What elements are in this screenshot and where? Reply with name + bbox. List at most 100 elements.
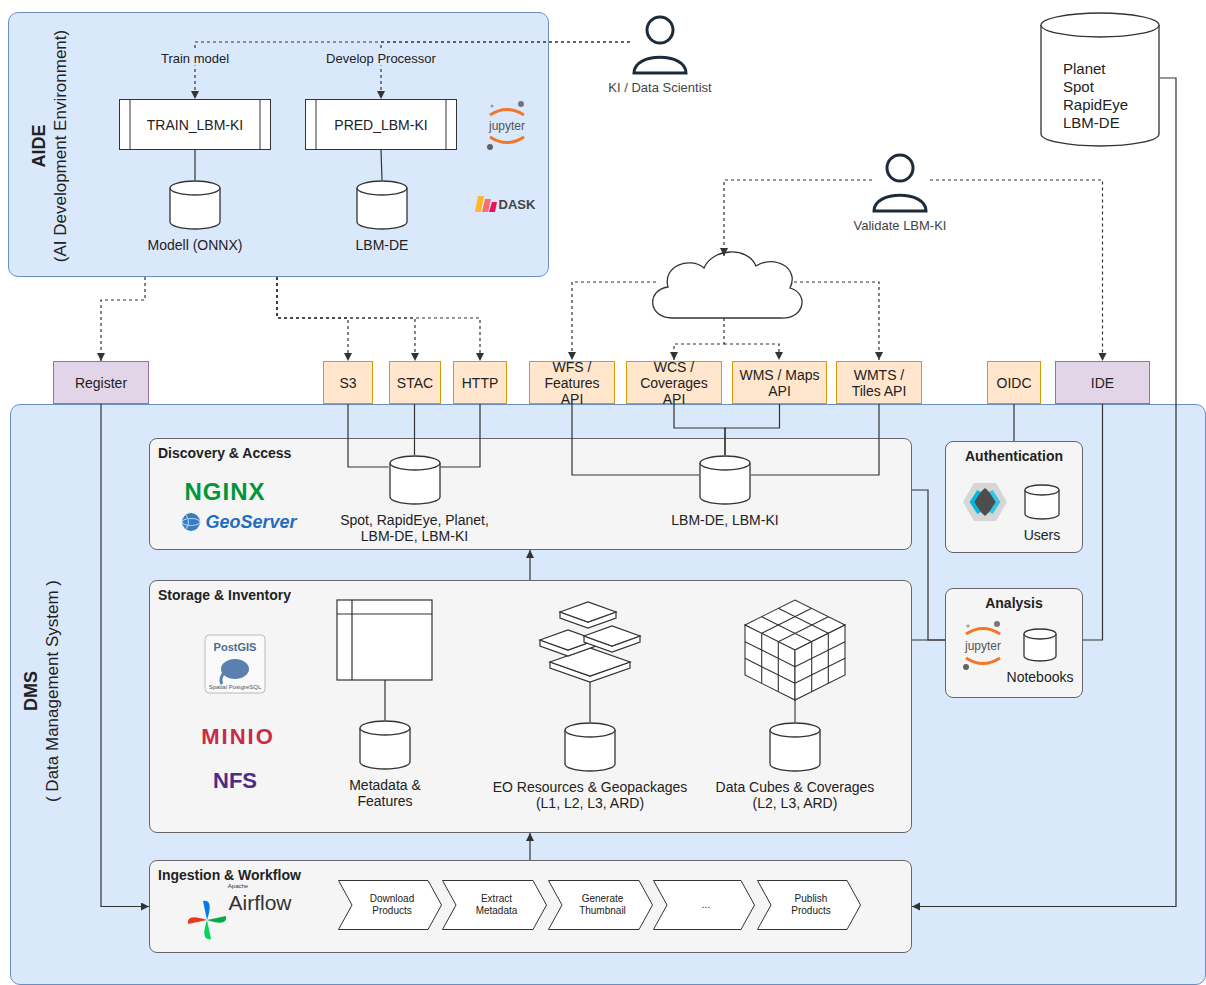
cube-icon xyxy=(828,633,829,683)
connector xyxy=(381,150,382,180)
airflow-icon xyxy=(203,901,210,920)
cylinder-top xyxy=(770,723,820,737)
step-label: Generate Thumbnail xyxy=(566,893,639,917)
cylinder-shape xyxy=(1023,628,1057,662)
process-label: PRED_LBM-KI xyxy=(320,117,441,133)
workflow-step: Extract Metadata xyxy=(442,880,547,930)
table-icon xyxy=(337,600,432,720)
postgis-logo xyxy=(205,635,265,693)
layers-icon xyxy=(560,602,616,622)
workflow-step: ... xyxy=(653,880,755,930)
cylinder-label: EO Resources & Geopackages (L1, L2, L3, … xyxy=(485,779,695,811)
step-label: Extract Metadata xyxy=(460,893,533,917)
table-icon xyxy=(337,600,432,680)
rotated-title: DMS( Data Management System ) xyxy=(20,521,63,861)
database-cylinder: Notebooks xyxy=(1005,628,1075,690)
connector xyxy=(277,277,480,361)
keycloak-icon xyxy=(963,483,1007,521)
cube-icon xyxy=(745,600,845,722)
cloud-link xyxy=(674,318,724,360)
cylinder-top xyxy=(360,721,410,735)
keycloak-icon xyxy=(972,491,979,513)
group-title: Discovery & Access xyxy=(158,445,903,461)
jupyter-icon xyxy=(490,104,493,107)
connector xyxy=(1013,404,1014,441)
chevron-outline xyxy=(339,881,442,930)
cylinder-shape xyxy=(769,722,821,772)
cube-icon xyxy=(762,617,812,642)
database-cylinder: Spot, RapidEye, Planet, LBM-DE, LBM-KI xyxy=(327,455,502,547)
person-body xyxy=(874,195,926,211)
jupyter-icon xyxy=(994,621,1000,627)
layers-icon xyxy=(584,626,640,646)
airflow-icon xyxy=(188,901,226,939)
cube-icon xyxy=(795,658,845,683)
postgis-tagline: Spatial PostgreSQL xyxy=(209,684,262,690)
chevron-outline xyxy=(758,881,861,930)
cylinder-body xyxy=(1041,25,1159,146)
cylinder-top xyxy=(700,456,750,470)
database-cylinder: LBM-DE, LBM-KI xyxy=(660,455,790,535)
airflow-tagline: Apache xyxy=(228,883,248,889)
cylinder-shape xyxy=(356,180,408,230)
cylinder-top xyxy=(565,723,615,737)
cloud-shape xyxy=(653,252,802,318)
geoserver-logo: GeoServer xyxy=(205,512,296,533)
interface-box: WFS / Features API xyxy=(529,361,615,404)
chevron-outline xyxy=(443,881,547,930)
database-cylinder: Modell (ONNX) xyxy=(140,180,250,268)
group-title: Authentication xyxy=(954,448,1074,464)
cylinder-top xyxy=(390,456,440,470)
keycloak-icon xyxy=(991,491,998,513)
cube-icon xyxy=(795,642,845,667)
panel-subtitle: ( Data Management System ) xyxy=(42,521,63,861)
step-label: Publish Products xyxy=(775,893,847,917)
connector xyxy=(912,490,945,640)
postgis-logo xyxy=(221,672,224,684)
postgis-logo xyxy=(221,659,249,679)
cylinder-shape xyxy=(699,455,751,505)
connector xyxy=(572,404,699,475)
cylinder-label: Modell (ONNX) xyxy=(140,237,250,253)
jupyter-icon xyxy=(518,101,524,107)
cube-icon xyxy=(794,700,795,722)
panel-subtitle: (AI Development Environment) xyxy=(50,0,71,316)
step-label: ... xyxy=(702,899,710,911)
cylinder-label: Spot, RapidEye, Planet, LBM-DE, LBM-KI xyxy=(327,512,502,544)
cloud-link xyxy=(572,180,879,360)
process-side xyxy=(130,100,131,149)
jupyter-logo: jupyter xyxy=(489,119,525,133)
cylinder-top xyxy=(357,181,407,195)
process-side xyxy=(446,100,447,149)
connector xyxy=(529,550,530,580)
jupyter-logo: jupyter xyxy=(965,639,1001,653)
geoserver-icon xyxy=(186,515,189,529)
interface-box: WMS / Maps API xyxy=(732,361,827,404)
edge-label: Train model xyxy=(158,51,232,66)
connector xyxy=(725,404,780,455)
actor-icon: KI / Data Scientist xyxy=(590,10,730,102)
workflow-step: Download Products xyxy=(338,880,442,930)
cylinder-label: LBM-DE, LBM-KI xyxy=(660,512,790,528)
cube-icon xyxy=(811,642,812,692)
connector xyxy=(441,404,481,467)
cylinder-shape xyxy=(359,720,411,770)
interface-box: S3 xyxy=(323,361,373,404)
interface-box: STAC xyxy=(389,361,441,404)
cube-icon xyxy=(745,658,795,683)
airflow-logo: Airflow xyxy=(228,891,291,915)
connector xyxy=(414,404,415,455)
minio-logo: MINIO xyxy=(201,724,275,750)
cylinder-shape xyxy=(169,180,221,230)
jupyter-icon xyxy=(487,101,1000,670)
connector xyxy=(674,404,725,455)
cylinder-top xyxy=(170,181,220,195)
postgis-logo xyxy=(205,635,265,693)
cloud-link xyxy=(794,282,879,360)
keycloak-icon xyxy=(963,483,1007,521)
airflow-icon xyxy=(204,920,211,939)
database-cylinder: EO Resources & Geopackages (L1, L2, L3, … xyxy=(485,722,695,822)
interface-label: HTTP xyxy=(462,375,499,391)
database-cylinder: Metadata & Features xyxy=(330,720,440,815)
person-icon xyxy=(630,10,690,76)
